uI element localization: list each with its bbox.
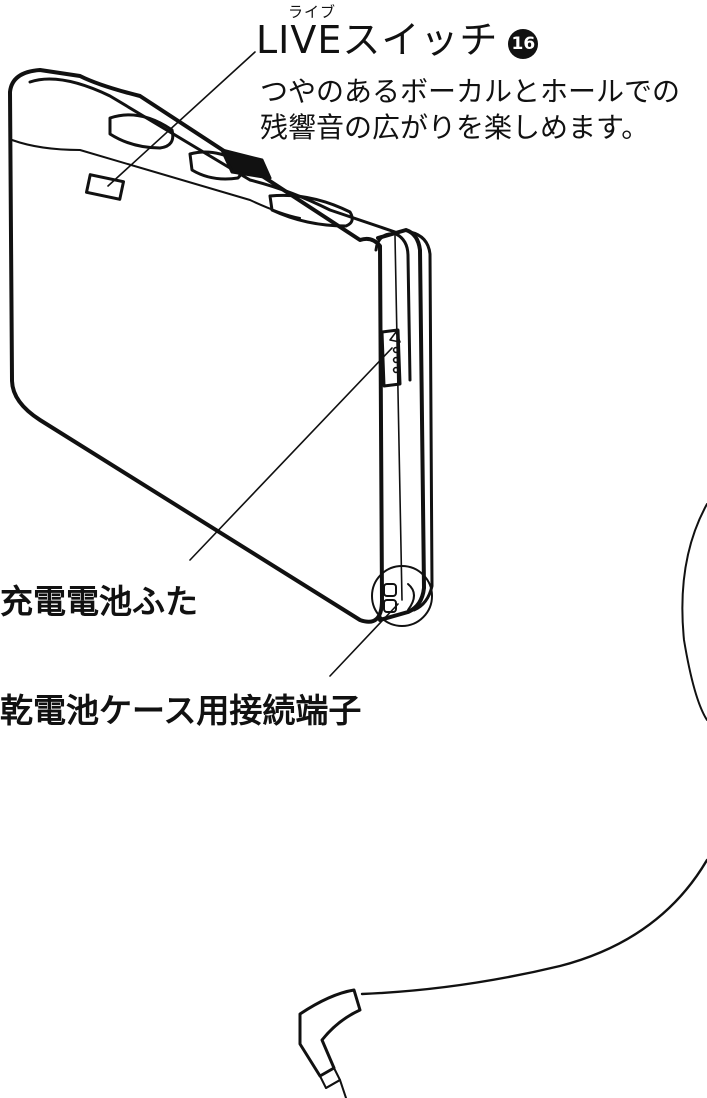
leader-line-live — [107, 51, 256, 187]
control-slider-4 — [268, 193, 354, 228]
player-side-cap — [374, 232, 412, 382]
cover-dot-1 — [392, 346, 400, 354]
leader-line-terminal — [329, 603, 399, 677]
live-switch-title: LIVEスイッチ 16 — [256, 18, 539, 62]
cover-triangle — [389, 331, 401, 343]
leader-line-cover — [189, 347, 393, 561]
live-switch-knob — [85, 173, 125, 201]
terminal-pin-2 — [383, 599, 397, 613]
live-switch-ruby: ライブ — [288, 3, 337, 21]
headphone-cup-edge — [681, 503, 707, 721]
battery-cover-marker — [380, 328, 402, 388]
player-side-back — [408, 230, 434, 612]
dry-cell-terminal-label: 乾電池ケース用接続端子 — [0, 691, 362, 730]
battery-cover-label: 充電電池ふた — [0, 582, 198, 621]
control-button-3 — [220, 148, 272, 180]
live-switch-title-text: LIVEスイッチ — [256, 18, 499, 62]
plug-body — [298, 988, 362, 1078]
callout-number-16: 16 — [508, 29, 539, 59]
control-slider-1 — [108, 113, 175, 150]
player-top-ridge — [28, 77, 397, 234]
terminal-circle — [371, 565, 433, 627]
cover-dot-3 — [392, 366, 400, 374]
plug-tip — [325, 1079, 347, 1098]
player-side-inner — [394, 235, 403, 601]
terminal-socket — [407, 583, 415, 611]
player-body-outline — [8, 68, 384, 624]
live-switch-description: つやのあるボーカルとホールでの残響音の広がりを楽しめます。 — [260, 75, 681, 144]
headphone-cable — [360, 858, 707, 996]
terminal-pin-1 — [383, 583, 397, 597]
player-top-shelf — [11, 139, 301, 219]
cover-dot-2 — [392, 356, 400, 364]
